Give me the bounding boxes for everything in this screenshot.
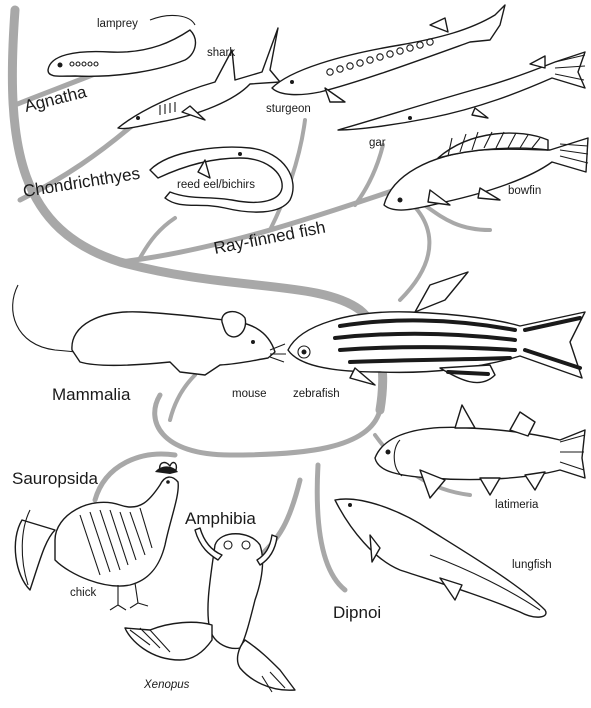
bowfin-illustration <box>383 131 589 211</box>
sturgeon-illustration <box>271 4 506 103</box>
latimeria-illustration <box>374 404 586 499</box>
sarcopterygian-loop <box>152 392 383 458</box>
mouse-illustration <box>12 284 286 376</box>
label-gar: gar <box>369 137 386 149</box>
mammalia-branch <box>168 373 197 422</box>
gar-illustration <box>337 51 586 131</box>
label-reed-eel: reed eel/bichirs <box>177 179 255 191</box>
xenopus-illustration <box>124 527 296 693</box>
label-mammalia: Mammalia <box>52 385 131 404</box>
label-lungfish: lungfish <box>512 559 552 571</box>
label-amphibia: Amphibia <box>185 509 256 528</box>
label-chondrichthyes: Chondrichthyes <box>22 164 142 201</box>
label-sturgeon: sturgeon <box>266 103 311 115</box>
sauropsida-branch <box>92 451 178 503</box>
shark-illustration <box>117 27 281 130</box>
species-labels: lamprey shark sturgeon gar reed eel/bich… <box>70 18 552 691</box>
ray-finned-branch <box>117 187 398 265</box>
label-ray-finned-fish: Ray-finned fish <box>212 218 327 258</box>
amphibia-branch <box>252 477 303 563</box>
reed-eel-illustration <box>149 146 294 213</box>
label-latimeria: latimeria <box>495 499 539 511</box>
label-dipnoi: Dipnoi <box>333 603 381 622</box>
gar-branch <box>353 143 385 207</box>
label-lamprey: lamprey <box>97 18 138 30</box>
label-chick: chick <box>70 587 96 599</box>
label-bowfin: bowfin <box>508 185 541 197</box>
reed-eel-branch <box>138 216 177 260</box>
label-mouse: mouse <box>232 388 267 400</box>
lungfish-illustration <box>334 498 547 618</box>
dipnoi-branch <box>314 462 348 593</box>
label-shark: shark <box>207 47 235 59</box>
chick-illustration <box>14 461 179 611</box>
lamprey-illustration <box>47 14 197 78</box>
zebrafish-illustration <box>287 271 586 386</box>
label-xenopus: Xenopus <box>143 679 190 691</box>
label-sauropsida: Sauropsida <box>12 469 99 488</box>
label-zebrafish: zebrafish <box>293 388 340 400</box>
